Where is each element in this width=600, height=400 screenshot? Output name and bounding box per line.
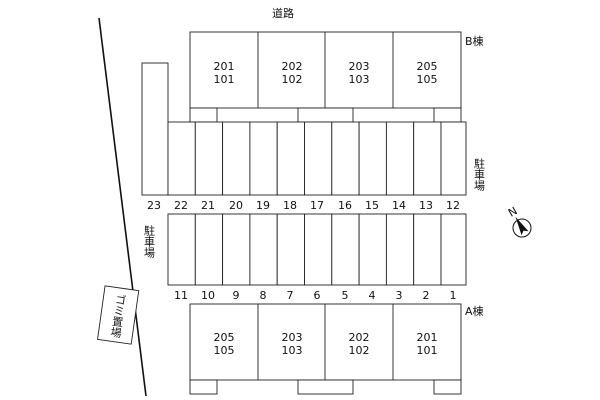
parking-number: 1	[450, 289, 457, 302]
unit-number-upper: 205	[214, 331, 235, 344]
building-b: 201 101 202 102 203 103 205 105	[189, 31, 462, 123]
unit-number-lower: 105	[417, 73, 438, 86]
parking-space	[167, 213, 196, 286]
building-b-label: B棟	[465, 34, 484, 48]
parking-number: 11	[174, 289, 188, 302]
parking-space	[331, 121, 360, 196]
garbage-area-outline	[97, 285, 140, 345]
parking-number: 3	[396, 289, 403, 302]
parking-space	[358, 213, 387, 286]
parking-space	[331, 213, 360, 286]
parking-numbers-lower: 11 10 9 8 7 6 5 4 3 2 1	[174, 289, 457, 302]
road-label: 道路	[272, 6, 294, 20]
unit-number-upper: 201	[214, 60, 235, 73]
parking-number: 5	[342, 289, 349, 302]
parking-number: 17	[310, 199, 324, 212]
garbage-area-label: ゴミ置場	[108, 292, 127, 339]
parking-number: 23	[147, 199, 161, 212]
unit-number-upper: 203	[349, 60, 370, 73]
parking-number: 20	[229, 199, 243, 212]
unit-number-lower: 105	[214, 344, 235, 357]
parking-number: 22	[174, 199, 188, 212]
parking-number: 7	[287, 289, 294, 302]
unit-number-upper: 205	[417, 60, 438, 73]
balcony	[433, 379, 462, 395]
parking-number: 16	[338, 199, 352, 212]
north-arrow-icon: N	[506, 204, 532, 238]
parking-number: 4	[369, 289, 376, 302]
parking-row-lower	[167, 213, 467, 286]
unit-number-lower: 102	[349, 344, 370, 357]
unit-number-lower: 101	[417, 344, 438, 357]
balcony	[433, 107, 462, 123]
compass-needle	[515, 216, 529, 236]
parking-number: 13	[419, 199, 433, 212]
balcony	[297, 379, 354, 395]
parking-space	[276, 121, 305, 196]
parking-space	[249, 213, 278, 286]
parking-number: 8	[260, 289, 267, 302]
unit-number-lower: 103	[349, 73, 370, 86]
building-a-label: A棟	[465, 304, 484, 318]
unit-number-upper: 203	[282, 331, 303, 344]
balcony	[189, 379, 218, 395]
parking-space	[385, 121, 415, 196]
side-strip	[141, 62, 169, 196]
parking-space	[413, 121, 442, 196]
parking-space	[222, 213, 251, 286]
road-boundary-line	[98, 17, 147, 397]
parking-space	[304, 213, 333, 286]
parking-space	[304, 121, 333, 196]
parking-number: 10	[201, 289, 215, 302]
unit-number-upper: 201	[417, 331, 438, 344]
parking-space	[358, 121, 387, 196]
parking-space	[194, 213, 224, 286]
parking-number: 15	[365, 199, 379, 212]
parking-space	[385, 213, 415, 286]
parking-number: 2	[423, 289, 430, 302]
parking-number: 12	[446, 199, 460, 212]
building-a: 205 105 203 103 202 102 201 101	[189, 303, 462, 395]
parking-space	[167, 121, 196, 196]
unit-number-lower: 103	[282, 344, 303, 357]
balcony	[189, 107, 218, 123]
parking-numbers-upper: 23 22 21 20 19 18 17 16 15 14 13 12	[147, 199, 460, 212]
balcony	[297, 107, 354, 123]
unit-number-upper: 202	[349, 331, 370, 344]
parking-number: 6	[314, 289, 321, 302]
parking-space	[276, 213, 305, 286]
parking-space	[440, 121, 467, 196]
parking-space	[194, 121, 224, 196]
parking-space	[440, 213, 467, 286]
parking-row-upper	[167, 121, 467, 196]
parking-number: 14	[392, 199, 406, 212]
unit-number-upper: 202	[282, 60, 303, 73]
parking-number: 9	[233, 289, 240, 302]
parking-number: 19	[256, 199, 270, 212]
parking-label-left: 駐車場	[143, 224, 156, 259]
unit-number-lower: 101	[214, 73, 235, 86]
parking-space	[249, 121, 278, 196]
parking-space	[222, 121, 251, 196]
compass-letter: N	[506, 204, 520, 219]
garbage-area: ゴミ置場	[97, 285, 140, 345]
parking-space	[413, 213, 442, 286]
parking-label-right: 駐車場	[473, 157, 486, 192]
parking-number: 18	[283, 199, 297, 212]
unit-number-lower: 102	[282, 73, 303, 86]
parking-number: 21	[201, 199, 215, 212]
